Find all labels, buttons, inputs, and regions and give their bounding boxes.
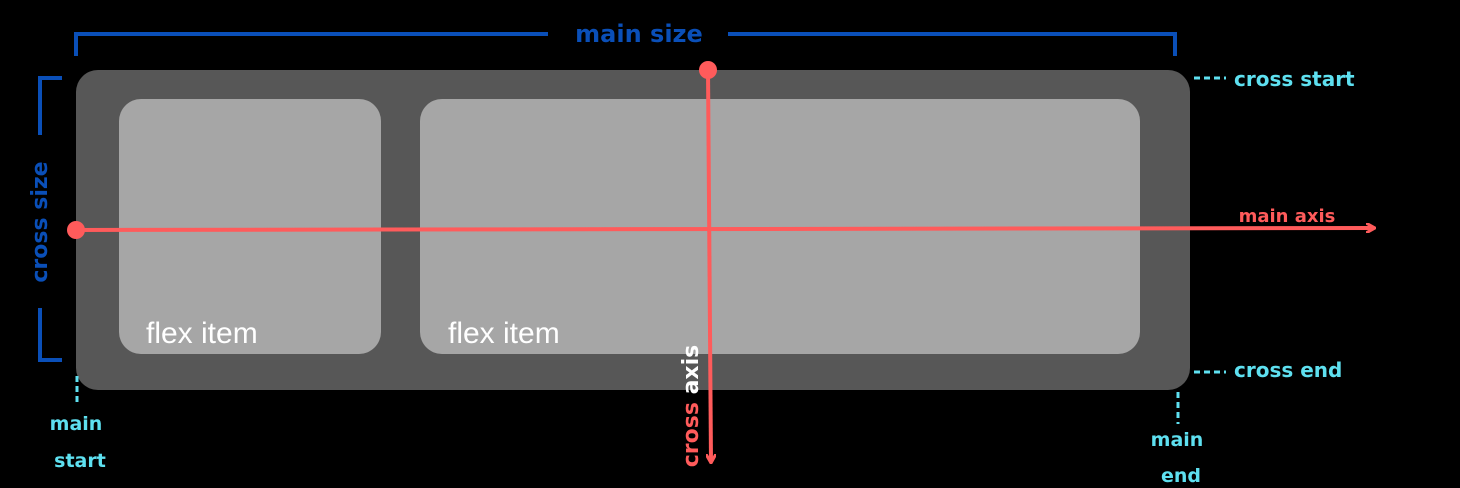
cross-axis-label-part2: axis <box>679 345 704 402</box>
main-start-label-line1: main <box>50 413 103 435</box>
flex-item-1-label: flex item <box>146 317 258 350</box>
cross-axis-start-dot <box>699 61 717 79</box>
main-size-label: main size <box>575 20 703 48</box>
flex-item-2-label: flex item <box>448 317 560 350</box>
main-end-label-line2: end <box>1161 465 1201 487</box>
cross-end-label: cross end <box>1234 358 1342 382</box>
cross-axis-label: cross axis <box>679 345 704 468</box>
flex-item-1 <box>119 99 381 354</box>
main-end-label-line1: main <box>1151 429 1204 451</box>
cross-size-bracket <box>38 76 62 362</box>
main-axis-start-dot <box>67 221 85 239</box>
cross-axis-line <box>708 69 711 462</box>
main-axis-line <box>75 228 1374 230</box>
cross-axis-label-part1: cross <box>679 402 704 467</box>
cross-size-label: cross size <box>28 161 53 282</box>
flex-item-2 <box>420 99 1140 354</box>
main-start-label-line2: start <box>54 450 106 472</box>
main-size-bracket <box>74 32 1177 56</box>
main-axis-label: main axis <box>1239 206 1336 227</box>
cross-start-label: cross start <box>1234 67 1355 91</box>
